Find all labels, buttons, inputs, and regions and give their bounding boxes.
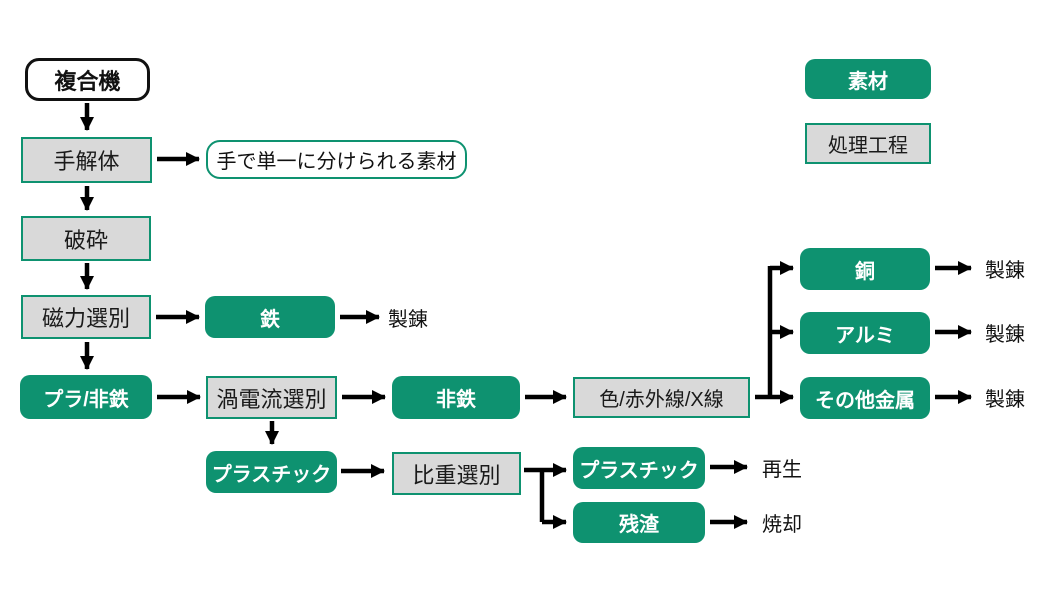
node-residue: 残渣	[573, 502, 705, 543]
node-aluminum: アルミ	[800, 312, 930, 354]
outcome-recycling: 再生	[762, 458, 802, 481]
outcome-incineration: 焼却	[762, 513, 802, 536]
node-plastics-nonferrous: プラ/非鉄	[20, 375, 152, 419]
outcome-smelting-copper: 製錬	[985, 259, 1025, 282]
node-nonferrous: 非鉄	[392, 376, 520, 419]
legend-material: 素材	[805, 59, 931, 99]
node-plastic-output: プラスチック	[573, 447, 705, 489]
outcome-smelting-aluminum: 製錬	[985, 323, 1025, 346]
node-color-infrared-xray-sorting: 色/赤外線/X線	[573, 377, 750, 418]
legend-process: 処理工程	[805, 123, 931, 164]
node-crushing: 破砕	[21, 216, 151, 261]
node-gravity-separation: 比重選別	[392, 452, 521, 495]
node-plastic: プラスチック	[206, 451, 337, 493]
node-copper: 銅	[800, 248, 930, 290]
node-manual-disassembly: 手解体	[21, 137, 152, 183]
node-iron: 鉄	[205, 296, 335, 338]
outcome-smelting-other-metals: 製錬	[985, 388, 1025, 411]
outcome-smelting-iron: 製錬	[388, 308, 428, 331]
node-multifunction-machine: 複合機	[25, 58, 150, 101]
node-eddy-current-separation: 渦電流選別	[206, 376, 337, 419]
node-magnetic-separation: 磁力選別	[21, 295, 151, 339]
node-other-metals: その他金属	[800, 377, 930, 419]
node-hand-separable-materials: 手で単一に分けられる素材	[206, 140, 467, 179]
